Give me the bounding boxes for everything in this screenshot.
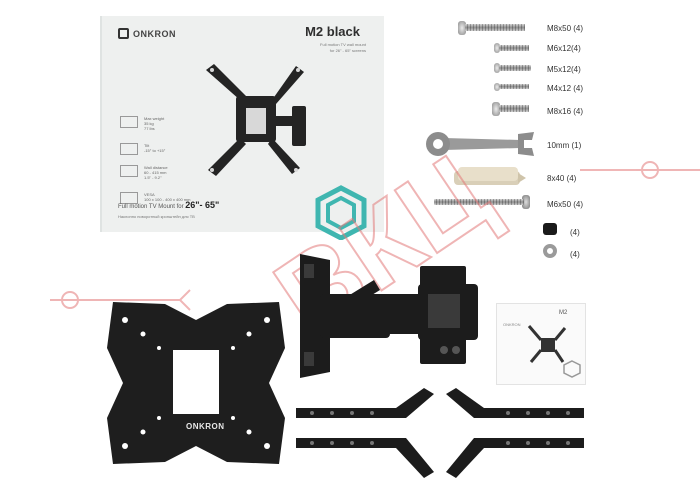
hardware-label-m5x12: M5x12(4) [547, 65, 581, 74]
box-tagline-size: 26"- 65" [185, 200, 220, 210]
manual-mount-illustration [527, 325, 567, 363]
screw-m5x12-icon [499, 65, 531, 71]
hardware-label-washer: (4) [570, 250, 580, 259]
spec-vesa: VESA 100 x 100 - 400 x 400 mm [120, 192, 210, 204]
hardware-label-anchor: 8x40 (4) [547, 174, 577, 183]
hardware-label-spacer: (4) [570, 228, 580, 237]
instruction-manual: M2 ONKRON [496, 303, 586, 385]
cube-logo-icon [315, 185, 367, 240]
spec-distance: Wall distance 60 - 415 mm 1.5" - 9.2" [120, 165, 210, 180]
box-tagline: Full motion TV Mount for 26"- 65" [118, 200, 219, 210]
spacer-icon [543, 223, 557, 235]
box-model-title: M2 black [305, 24, 360, 39]
screw-m6x12-icon [499, 45, 529, 51]
washer-icon [543, 244, 557, 258]
vesa-plate [107, 302, 285, 464]
hardware-label-lag-bolt: M6x50 (4) [547, 200, 584, 209]
manual-brand: ONKRON [503, 322, 521, 327]
box-tagline-ru: Наклонно поворотный кронштейн для ТВ [118, 214, 195, 219]
box-mount-illustration [206, 64, 306, 176]
product-box: ONKRON M2 black Full motion TV wall moun… [100, 16, 384, 240]
screw-head-icon [494, 43, 500, 53]
screw-m8x16-icon [499, 105, 529, 112]
spec-weight: Max weight 35 kg 77 lbs [120, 116, 210, 131]
box-specs-list: Max weight 35 kg 77 lbs Tilt -15° to +15… [120, 116, 210, 214]
hardware-label-m6x12: M6x12(4) [547, 44, 581, 53]
spec-tilt: Tilt -15° to +15° [120, 143, 210, 155]
hardware-label-m4x12: M4x12 (4) [547, 84, 584, 93]
box-brand: ONKRON [118, 28, 176, 39]
wrench-icon [426, 132, 534, 156]
brand-logo-icon [118, 28, 129, 39]
screw-m4x12-icon [499, 84, 529, 89]
hardware-label-wrench: 10mm (1) [547, 141, 582, 150]
screw-head-icon [492, 102, 500, 116]
manual-title: M2 [559, 310, 568, 316]
manual-cube-icon [563, 360, 581, 378]
lag-bolt-m6x50-icon [434, 199, 524, 205]
vertical-rails [296, 388, 584, 478]
screw-head-icon [494, 83, 500, 91]
box-brand-text: ONKRON [133, 28, 176, 39]
hardware-label-m8x50: M8x50 (4) [547, 24, 584, 33]
swing-arm-bracket [300, 254, 478, 378]
wall-anchor-icon [454, 167, 526, 185]
bolt-head-icon [522, 195, 530, 209]
screw-m8x50-icon [465, 24, 525, 31]
box-subtitle: Full motion TV wall mount for 26" - 65" … [320, 42, 366, 53]
screw-head-icon [494, 63, 500, 73]
screw-head-icon [458, 21, 466, 35]
hardware-label-m8x16: M8x16 (4) [547, 107, 584, 116]
plate-brand: ONKRON [186, 422, 225, 431]
box-tagline-text: Full motion TV Mount for [118, 204, 184, 210]
